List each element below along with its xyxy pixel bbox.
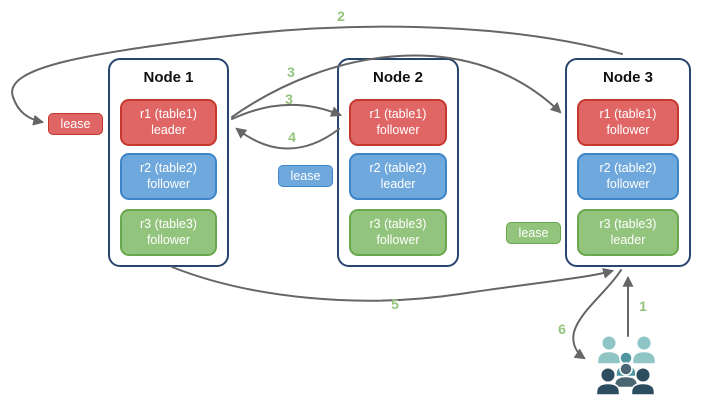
step-label-3b: 3 — [285, 91, 293, 107]
node-1-title: Node 1 — [143, 69, 194, 86]
node-2: Node 2 r1 (table1) follower r2 (table2) … — [337, 58, 459, 267]
replica-name: r1 (table1) — [599, 106, 657, 121]
arrow-step-3-to-node2 — [231, 103, 343, 120]
node-3-replica-r2: r2 (table2) follower — [577, 153, 679, 200]
arrow-step-6 — [572, 269, 622, 360]
node-1-replica-r2: r2 (table2) follower — [120, 153, 217, 200]
replica-role: follower — [606, 122, 650, 137]
node-2-replica-r3: r3 (table3) follower — [349, 209, 447, 256]
node-3: Node 3 r1 (table1) follower r2 (table2) … — [565, 58, 691, 267]
replica-role: follower — [376, 232, 420, 247]
node-1-replica-r3: r3 (table3) follower — [120, 209, 217, 256]
node-2-replica-r1: r1 (table1) follower — [349, 99, 447, 146]
replica-role: leader — [610, 232, 646, 247]
step-label-4: 4 — [288, 129, 296, 145]
replica-role: follower — [146, 232, 191, 247]
replica-name: r2 (table2) — [369, 160, 427, 175]
replica-role: leader — [151, 122, 186, 137]
replica-role: follower — [606, 176, 650, 191]
step-label-5: 5 — [391, 296, 399, 312]
step-label-2: 2 — [337, 8, 345, 24]
step-label-3a: 3 — [287, 64, 295, 80]
replica-name: r2 (table2) — [599, 160, 657, 175]
replica-name: r3 (table3) — [369, 216, 427, 231]
node-1: Node 1 r1 (table1) leader r2 (table2) fo… — [108, 58, 229, 267]
lease-badge-table2: lease — [278, 165, 333, 187]
replica-name: r1 (table1) — [140, 106, 197, 121]
arrow-step-2 — [11, 25, 623, 126]
replica-name: r2 (table2) — [140, 160, 197, 175]
replica-role: follower — [376, 122, 420, 137]
node-3-replica-r1: r1 (table1) follower — [577, 99, 679, 146]
node-3-replica-r3: r3 (table3) leader — [577, 209, 679, 256]
replica-role: leader — [380, 176, 416, 191]
replica-name: r1 (table1) — [369, 106, 427, 121]
node-2-replica-r2: r2 (table2) leader — [349, 153, 447, 200]
users-group-icon — [595, 334, 657, 396]
replica-name: r3 (table3) — [140, 216, 197, 231]
lease-badge-table1: lease — [48, 113, 103, 135]
node-1-replica-r1: r1 (table1) leader — [120, 99, 217, 146]
step-label-6: 6 — [558, 321, 566, 337]
node-3-title: Node 3 — [602, 69, 653, 86]
lease-badge-table3: lease — [506, 222, 561, 244]
step-label-1: 1 — [639, 298, 647, 314]
replica-role: follower — [146, 176, 191, 191]
node-2-title: Node 2 — [372, 69, 423, 86]
replica-name: r3 (table3) — [599, 216, 657, 231]
